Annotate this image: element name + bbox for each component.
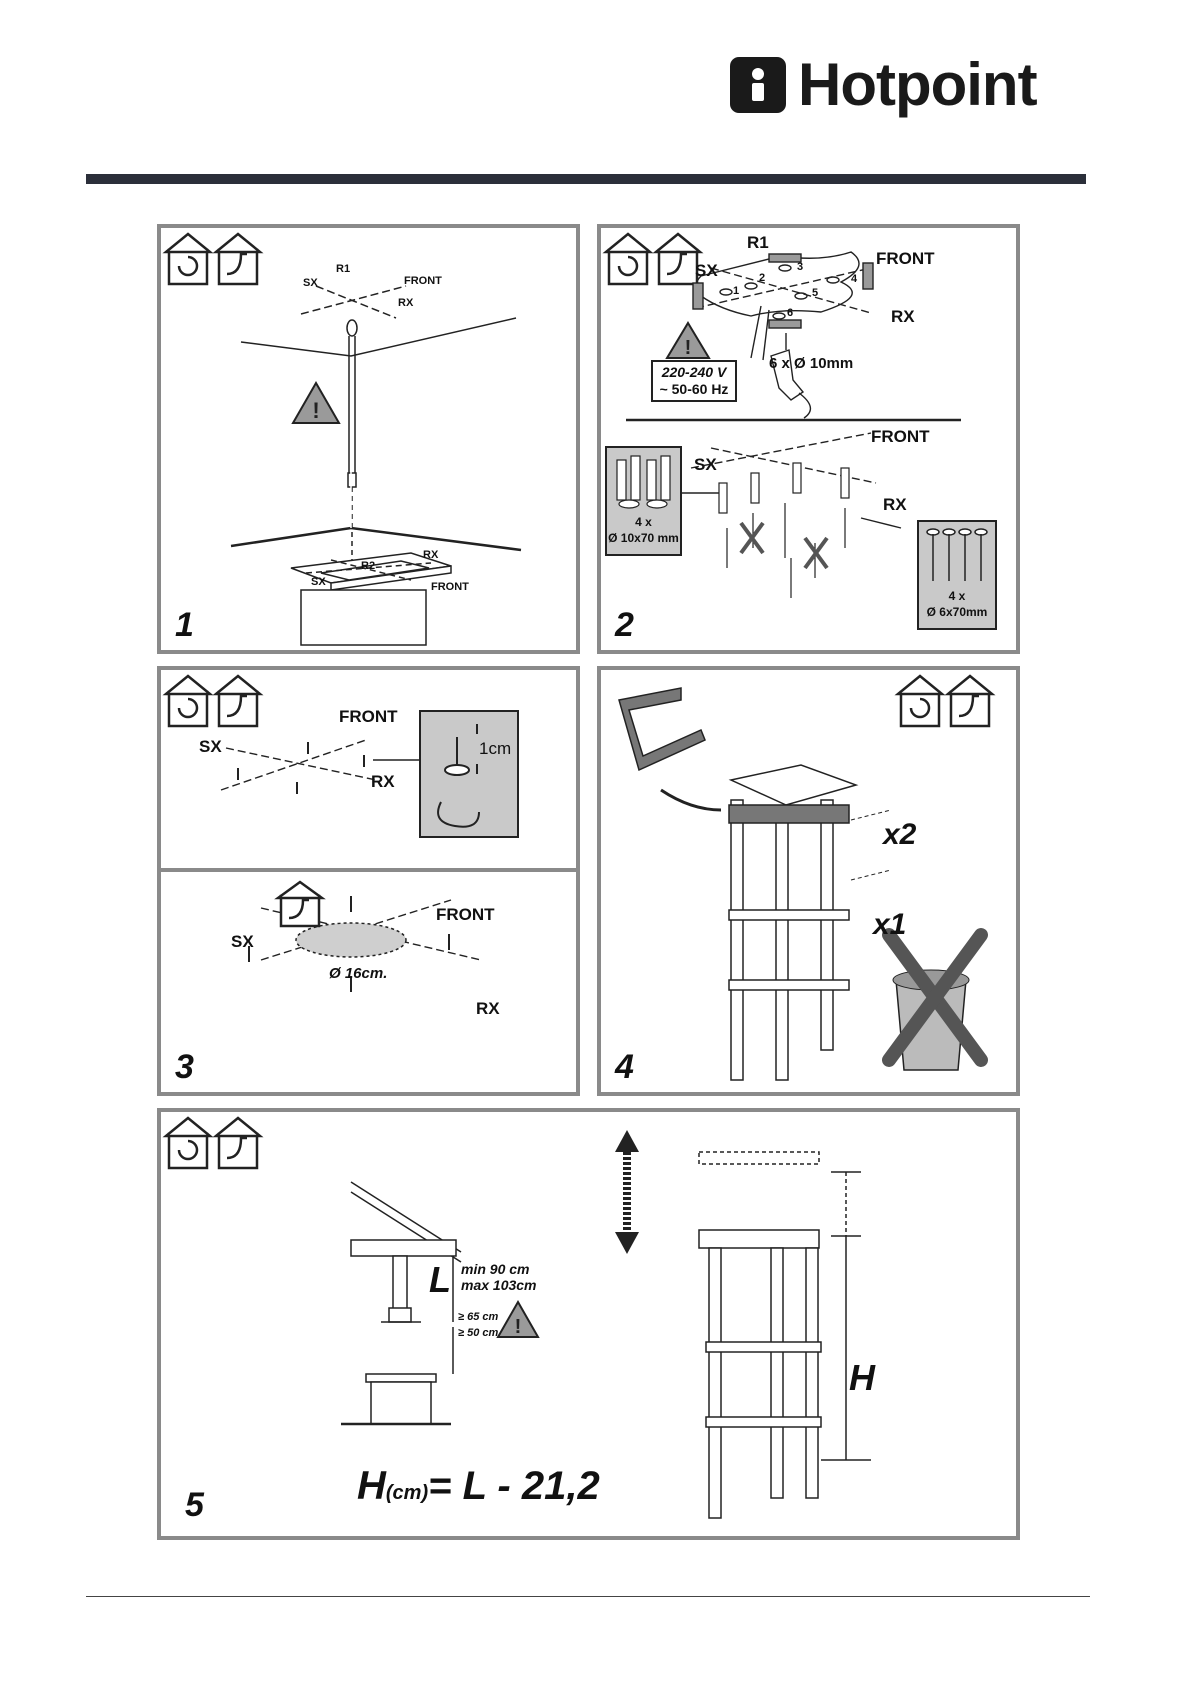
hole-3: 3 — [797, 262, 803, 273]
hole-diameter: Ø 16cm. — [329, 966, 387, 981]
step-4-panel: x2 x1 4 — [597, 666, 1020, 1096]
step-5-panel: ! L min 90 cm max 103cm ≥ 65 cm ≥ 50 cm … — [157, 1108, 1020, 1540]
label-front: FRONT — [876, 250, 935, 267]
screw-detail-icon — [421, 712, 517, 836]
gap-label: 1cm — [479, 740, 511, 757]
label-sx: SX — [695, 262, 718, 279]
step-4-illustration — [601, 670, 1016, 1092]
formula: H(cm)= L - 21,2 — [357, 1466, 600, 1506]
svg-text:!: ! — [685, 337, 692, 359]
frequency-label: ~ 50-60 Hz — [653, 382, 735, 397]
adjust-arrow-icon — [615, 1130, 639, 1254]
bracket — [619, 688, 705, 770]
recirculation-mode-icon — [166, 1118, 210, 1168]
length-min: min 90 cm — [461, 1262, 529, 1276]
voltage-label: 220-240 V — [653, 365, 735, 380]
label-rx-lower: RX — [476, 1000, 500, 1017]
step-1-panel: ! R1 SX FRONT RX R2 SX RX FRONT 1 — [157, 224, 580, 654]
plugs-size: Ø 10x70 mm — [607, 532, 680, 545]
label-sx: SX — [303, 278, 318, 289]
screws-box: 4 x Ø 6x70mm — [917, 520, 997, 630]
brand-logo: Hotpoint — [730, 50, 1090, 120]
warning-triangle-icon: ! — [293, 383, 339, 423]
extraction-mode-icon — [216, 1118, 260, 1168]
extraction-mode-icon — [216, 676, 260, 726]
label-rx-hob: RX — [423, 550, 438, 561]
recirculation-mode-icon — [606, 234, 650, 284]
recirculation-mode-icon — [898, 676, 942, 726]
extraction-mode-icon — [948, 676, 992, 726]
logo-mark-icon — [730, 57, 786, 113]
wall-plug-icon — [607, 452, 680, 512]
recirculation-mode-icon — [166, 234, 210, 284]
label-sx-lower: SX — [694, 456, 717, 473]
recirculation-mode-icon — [166, 676, 210, 726]
formula-h: H — [357, 1464, 386, 1508]
step-number: 1 — [175, 608, 194, 642]
svg-text:!: ! — [312, 398, 319, 423]
hole-4: 4 — [851, 274, 857, 285]
quantity-x2: x2 — [883, 820, 916, 850]
formula-unit: (cm) — [386, 1482, 428, 1504]
step-1-illustration: ! — [161, 228, 576, 650]
label-rx: RX — [371, 773, 395, 790]
label-r1: R1 — [336, 264, 350, 275]
voltage-warning-box: 220-240 V ~ 50-60 Hz — [651, 360, 737, 402]
wall-plugs-box: 4 x Ø 10x70 mm — [605, 446, 682, 556]
label-r1: R1 — [747, 234, 769, 251]
formula-rest: = L - 21,2 — [428, 1464, 600, 1508]
label-sx-hob: SX — [311, 577, 326, 588]
label-front: FRONT — [404, 276, 442, 287]
label-sx: SX — [199, 738, 222, 755]
step-number: 3 — [175, 1050, 194, 1084]
step-number: 4 — [615, 1050, 634, 1084]
length-max: max 103cm — [461, 1278, 537, 1292]
label-front: FRONT — [339, 708, 398, 725]
step-number: 2 — [615, 608, 634, 642]
warning-triangle-icon: ! — [498, 1302, 538, 1338]
svg-text:!: ! — [515, 1316, 522, 1338]
screws-size: Ø 6x70mm — [919, 606, 995, 619]
hole-5: 5 — [812, 288, 818, 299]
trash-bin-icon — [889, 935, 981, 1070]
step-2-panel: ! R1 SX FRONT RX 1 2 3 4 5 6 220-240 V ~… — [597, 224, 1020, 654]
screw-icon — [919, 526, 995, 586]
plugs-qty: 4 x — [607, 516, 680, 529]
label-sx-lower: SX — [231, 933, 254, 950]
extraction-mode-icon — [656, 234, 700, 284]
drill-spec: 6 x Ø 10mm — [769, 356, 853, 371]
height-H: H — [849, 1360, 875, 1396]
extraction-mode-icon — [278, 882, 322, 926]
extraction-mode-icon — [216, 234, 260, 284]
label-rx: RX — [398, 298, 413, 309]
gas-clearance: ≥ 65 cm — [458, 1312, 498, 1323]
label-rx-lower: RX — [883, 496, 907, 513]
header-rule — [86, 174, 1086, 184]
footer-rule — [86, 1596, 1090, 1597]
label-front-lower: FRONT — [871, 428, 930, 445]
step-3-panel: FRONT SX RX 1cm FRONT SX RX Ø 16cm. 3 — [157, 666, 580, 1096]
electric-clearance: ≥ 50 cm — [458, 1328, 498, 1339]
screw-gap-detail: 1cm — [419, 710, 519, 838]
label-front-lower: FRONT — [436, 906, 495, 923]
warning-triangle-icon: ! — [667, 323, 709, 359]
screws-qty: 4 x — [919, 590, 995, 603]
label-r2: R2 — [361, 561, 375, 572]
hole-1: 1 — [733, 286, 739, 297]
step-number: 5 — [185, 1488, 204, 1522]
label-rx: RX — [891, 308, 915, 325]
quantity-x1: x1 — [873, 910, 906, 940]
duct-hole — [296, 923, 406, 957]
length-L: L — [429, 1262, 451, 1298]
label-front-hob: FRONT — [431, 582, 469, 593]
brand-name: Hotpoint — [798, 55, 1037, 115]
hole-6: 6 — [787, 308, 793, 319]
hole-2: 2 — [759, 273, 765, 284]
